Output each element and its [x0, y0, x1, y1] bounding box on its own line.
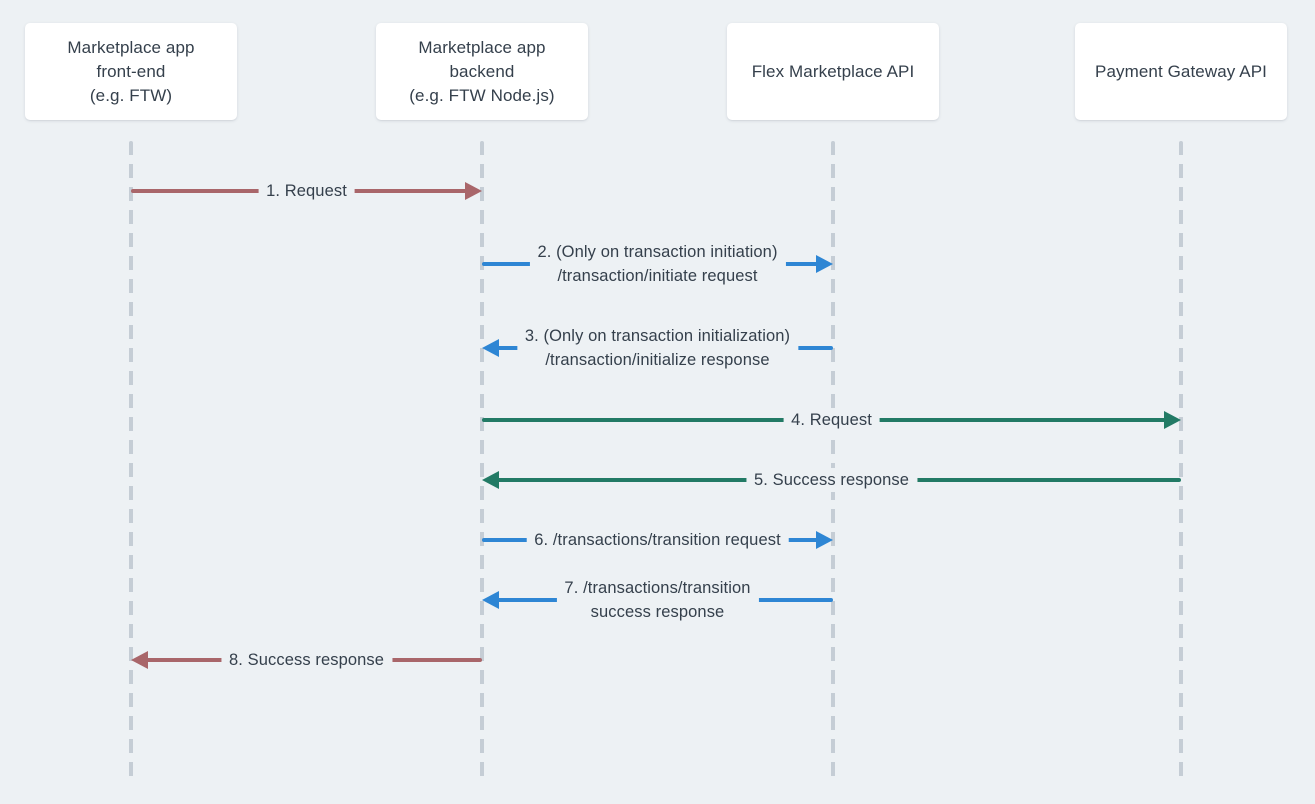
participant-label-line: front-end	[96, 61, 166, 81]
arrowhead-left-icon	[482, 339, 499, 357]
lifeline-flex-api	[831, 141, 835, 778]
participant-box-frontend: Marketplace app front-end (e.g. FTW)	[25, 23, 237, 120]
participant-label-line: Marketplace app	[418, 37, 546, 57]
message-arrow-7: 7. /transactions/transition success respo…	[482, 570, 833, 630]
lifeline-frontend	[129, 141, 133, 778]
lifeline-payment-api	[1179, 141, 1183, 778]
message-label-5: 5. Success response	[745, 468, 918, 492]
message-label-line: 4. Request	[791, 411, 872, 429]
participant-label-line: backend	[449, 61, 515, 81]
message-label-7: 7. /transactions/transition success respo…	[556, 576, 759, 624]
message-label-6: 6. /transactions/transition request	[526, 528, 789, 552]
arrowhead-right-icon	[1164, 411, 1181, 429]
message-label-line: 7. /transactions/transition	[564, 579, 751, 597]
message-label-3: 3. (Only on transaction initialization) /…	[516, 324, 799, 372]
message-arrow-6: 6. /transactions/transition request	[482, 510, 833, 570]
participant-label-line: Flex Marketplace API	[751, 61, 915, 81]
participant-label-line: (e.g. FTW Node.js)	[409, 85, 555, 105]
message-label-line: 2. (Only on transaction initiation)	[537, 243, 778, 261]
participant-box-backend: Marketplace app backend (e.g. FTW Node.js)	[376, 23, 588, 120]
message-label-line: 1. Request	[266, 182, 347, 200]
message-label-4: 4. Request	[783, 408, 880, 432]
message-label-line: /transaction/initialize response	[545, 351, 770, 369]
participant-box-payment-api: Payment Gateway API	[1075, 23, 1287, 120]
arrowhead-right-icon	[816, 531, 833, 549]
arrowhead-left-icon	[482, 591, 499, 609]
message-arrow-4: 4. Request	[482, 390, 1181, 450]
message-label-line: 5. Success response	[753, 471, 910, 489]
message-arrow-3: 3. (Only on transaction initialization) /…	[482, 318, 833, 378]
participant-label-line: Payment Gateway API	[1095, 61, 1267, 81]
message-label-line: 3. (Only on transaction initialization)	[524, 327, 791, 345]
message-label-line: /transaction/initiate request	[557, 267, 758, 285]
arrowhead-right-icon	[465, 182, 482, 200]
message-arrow-8: 8. Success response	[131, 630, 482, 690]
message-arrow-2: 2. (Only on transaction initiation) /tran…	[482, 234, 833, 294]
message-arrow-5: 5. Success response	[482, 450, 1181, 510]
participant-label-line: (e.g. FTW)	[89, 85, 173, 105]
message-label-line: 6. /transactions/transition request	[534, 531, 781, 549]
message-label-line: success response	[590, 603, 725, 621]
participant-box-flex-api: Flex Marketplace API	[727, 23, 939, 120]
message-label-line: 8. Success response	[228, 651, 385, 669]
arrowhead-left-icon	[482, 471, 499, 489]
message-label-8: 8. Success response	[220, 648, 393, 672]
message-label-1: 1. Request	[258, 179, 355, 203]
arrowhead-left-icon	[131, 651, 148, 669]
message-arrow-1: 1. Request	[131, 161, 482, 221]
arrowhead-right-icon	[816, 255, 833, 273]
lifeline-backend	[480, 141, 484, 778]
message-label-2: 2. (Only on transaction initiation) /tran…	[529, 240, 786, 288]
participant-label-line: Marketplace app	[67, 37, 195, 57]
